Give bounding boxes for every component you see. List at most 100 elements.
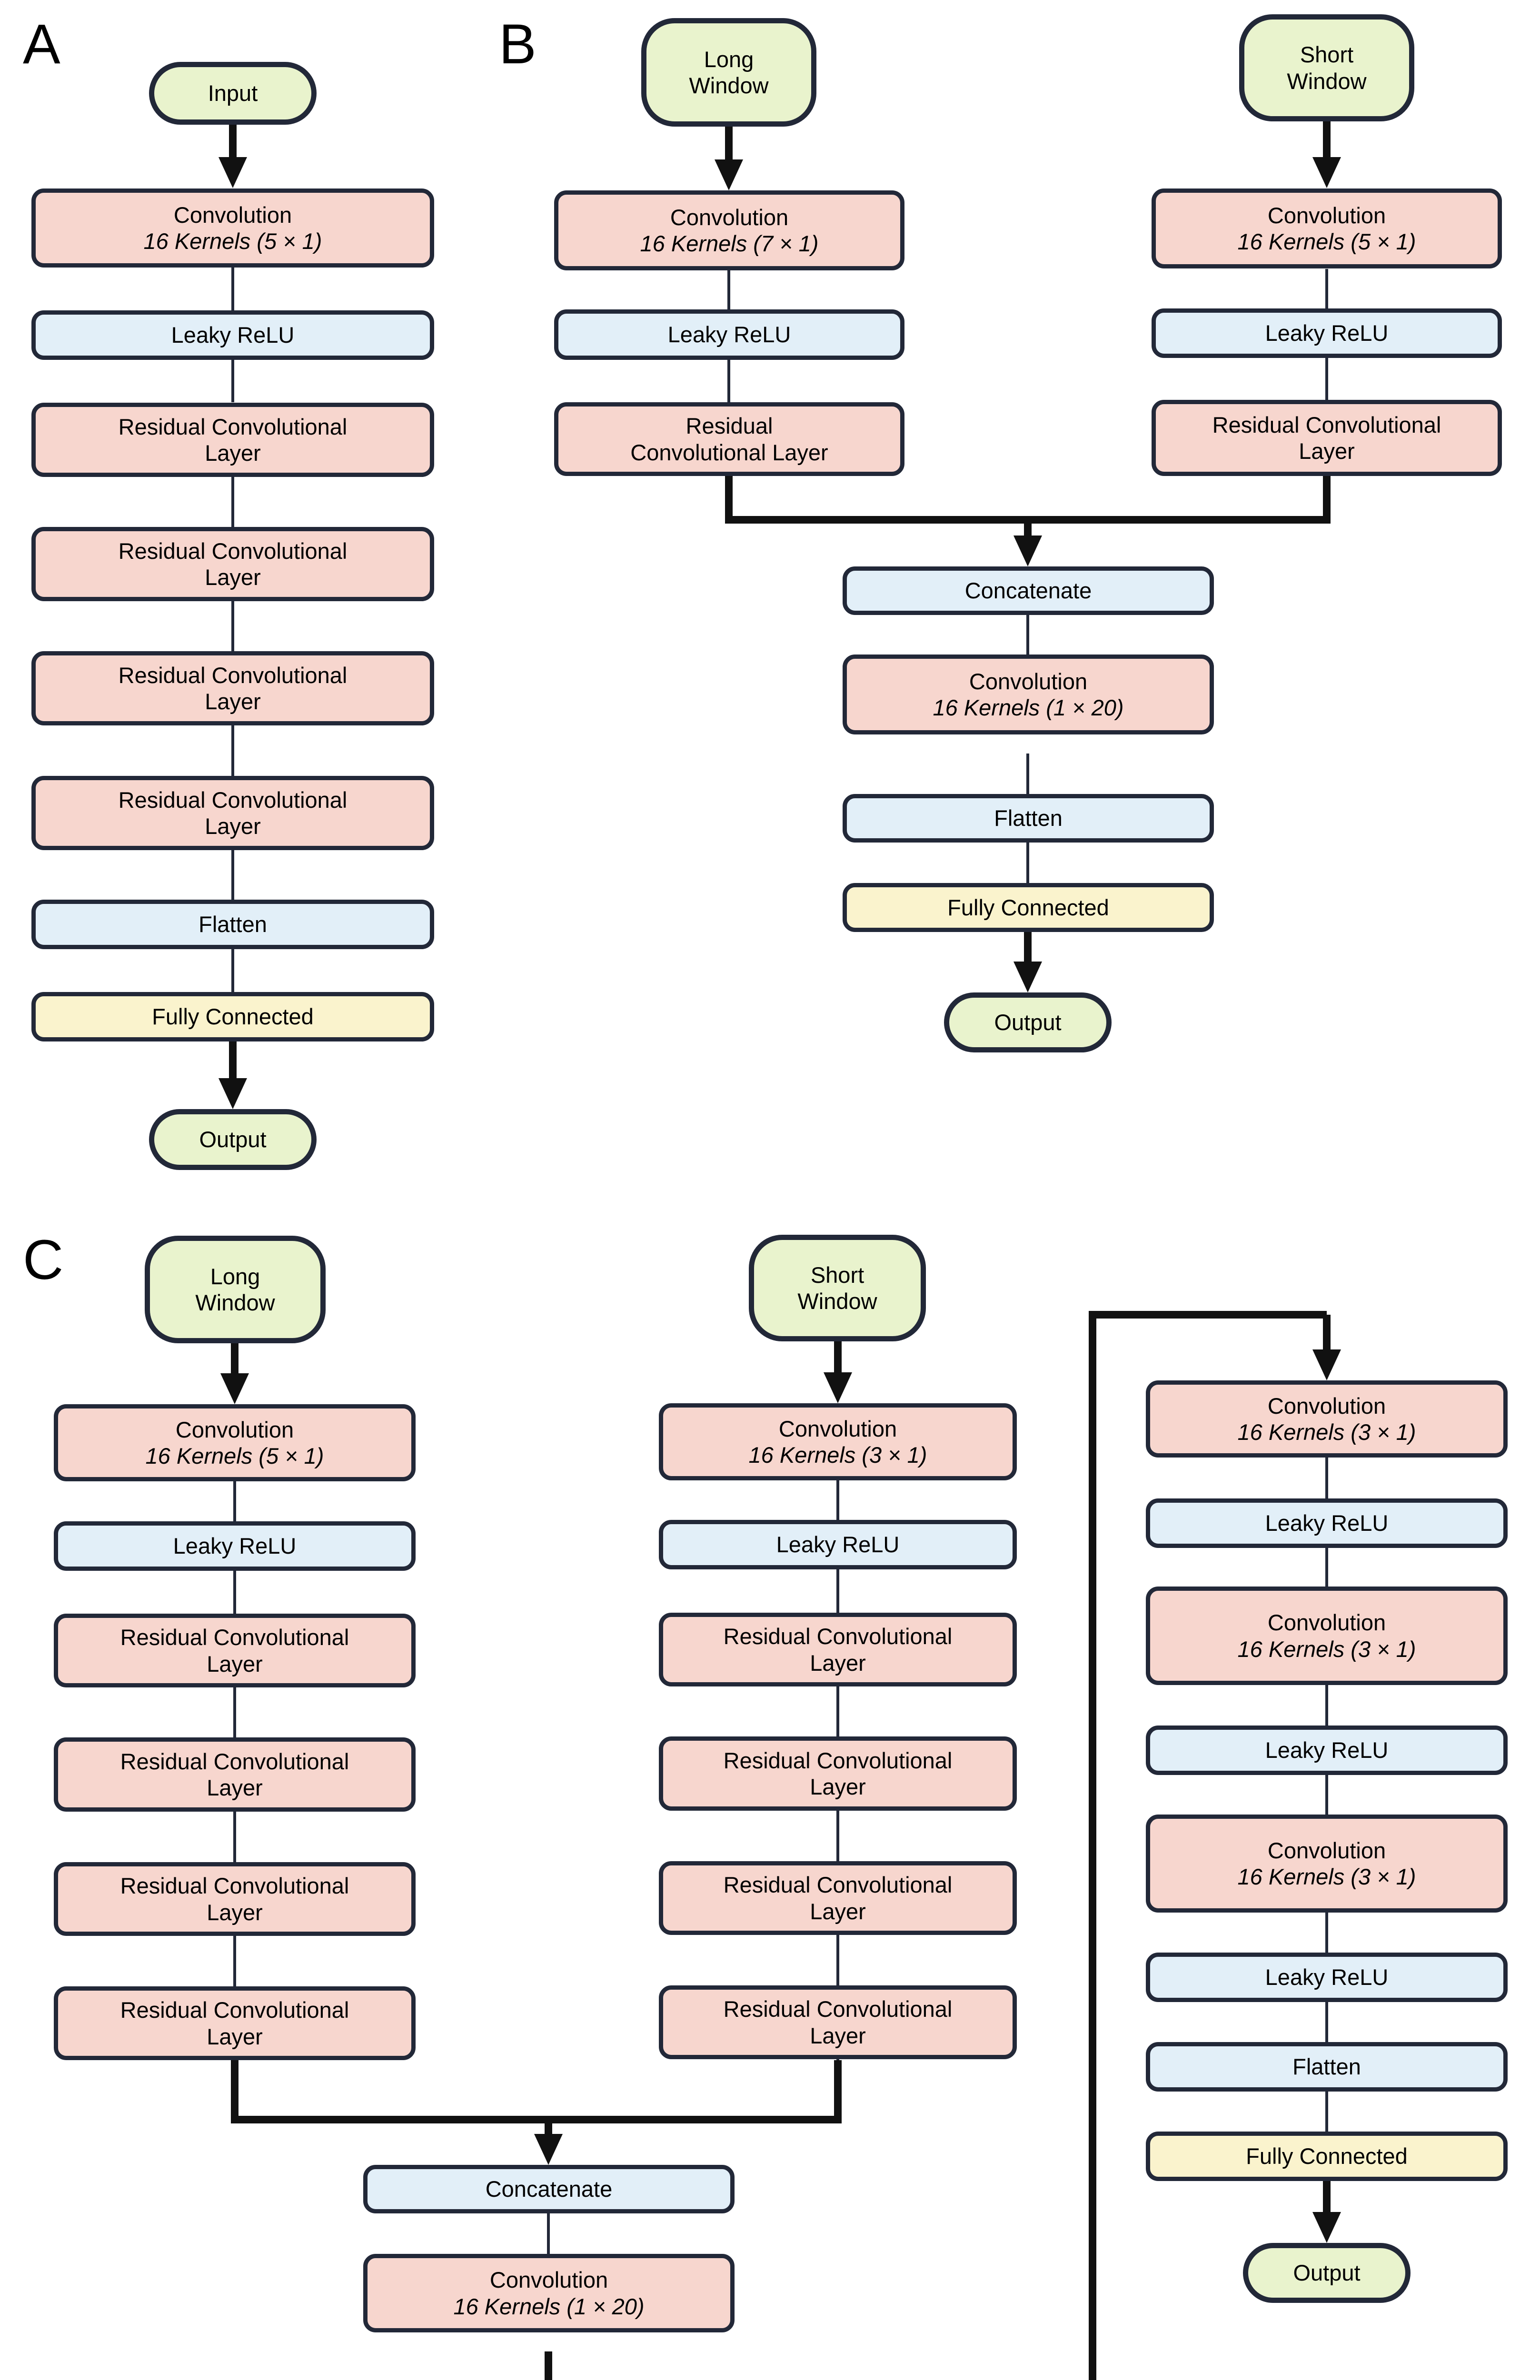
panelC-head-conv1-title: Convolution — [1267, 1393, 1386, 1418]
panelC-short-residual-1-line1: Residual Convolutional — [723, 1624, 953, 1649]
panelB-short-conv-detail: 16 Kernels (5 × 1) — [1237, 229, 1416, 254]
panelA-residual-1-node: Residual Convolutional Layer — [31, 403, 434, 477]
panelA-residual-2-line2: Layer — [205, 565, 261, 590]
panelC-head-relu2-label: Leaky ReLU — [1265, 1737, 1389, 1763]
panelC-short-residual-2-node: Residual Convolutional Layer — [659, 1736, 1017, 1811]
panelB-long-residual-node: Residual Convolutional Layer — [554, 402, 904, 476]
panelB-concatenate-node: Concatenate — [843, 566, 1214, 615]
panelC-short-residual-3-node: Residual Convolutional Layer — [659, 1861, 1017, 1935]
panelC-long-residual-4-line1: Residual Convolutional — [120, 1997, 349, 2023]
panelA-fully-connected-node: Fully Connected — [31, 992, 434, 1041]
panelA-residual-4-line1: Residual Convolutional — [118, 787, 348, 813]
panelB-short-window-node: Short Window — [1239, 14, 1414, 121]
panelB-flatten-node: Flatten — [843, 794, 1214, 843]
panelC-short-window-line1: Short — [810, 1262, 864, 1288]
panelC-long-relu-node: Leaky ReLU — [54, 1521, 416, 1571]
panelC-short-window-node: Short Window — [749, 1235, 926, 1341]
panelA-residual-4-line2: Layer — [205, 813, 261, 839]
panelB-short-residual-node: Residual Convolutional Layer — [1152, 400, 1502, 476]
panelC-head-conv2-title: Convolution — [1267, 1610, 1386, 1636]
panelC-long-residual-1-line2: Layer — [207, 1651, 263, 1676]
panelA-fully-connected-label: Fully Connected — [152, 1004, 314, 1030]
panelA-relu1-label: Leaky ReLU — [171, 322, 295, 348]
panelC-long-residual-1-line1: Residual Convolutional — [120, 1625, 349, 1650]
panelC-head-relu1-label: Leaky ReLU — [1265, 1510, 1389, 1536]
panelC-short-residual-1-line2: Layer — [810, 1650, 866, 1676]
panelC-concatenate-node: Concatenate — [363, 2165, 735, 2213]
panelB-short-window-line2: Window — [1287, 68, 1367, 94]
panelC-long-residual-4-node: Residual Convolutional Layer — [54, 1986, 416, 2060]
panelC-head-conv3-detail: 16 Kernels (3 × 1) — [1237, 1864, 1416, 1889]
panelB-long-relu-label: Leaky ReLU — [667, 322, 791, 347]
panelA-residual-2-node: Residual Convolutional Layer — [31, 527, 434, 601]
panelC-short-conv-detail: 16 Kernels (3 × 1) — [748, 1442, 927, 1468]
panelB-short-residual-line1: Residual Convolutional — [1212, 412, 1441, 437]
panelC-short-residual-3-line1: Residual Convolutional — [723, 1872, 953, 1898]
panelC-output-label: Output — [1293, 2260, 1361, 2286]
panelC-short-relu-node: Leaky ReLU — [659, 1520, 1017, 1569]
panelB-long-window-node: Long Window — [641, 18, 816, 127]
panelC-long-residual-4-line2: Layer — [207, 2023, 263, 2049]
panelC-short-window-line2: Window — [797, 1289, 877, 1314]
panelC-long-residual-2-line1: Residual Convolutional — [120, 1748, 349, 1774]
panelC-long-window-line2: Window — [195, 1290, 275, 1315]
panelC-head-fully-connected-node: Fully Connected — [1146, 2132, 1508, 2181]
panelA-relu1-node: Leaky ReLU — [31, 310, 434, 360]
panelC-head-conv3-node: Convolution 16 Kernels (3 × 1) — [1146, 1815, 1508, 1913]
panelC-head-conv2-detail: 16 Kernels (3 × 1) — [1237, 1636, 1416, 1662]
panelA-residual-3-node: Residual Convolutional Layer — [31, 651, 434, 725]
panelA-residual-1-line2: Layer — [205, 440, 261, 466]
panelC-long-residual-1-node: Residual Convolutional Layer — [54, 1614, 416, 1687]
panelC-short-residual-2-line2: Layer — [810, 1774, 866, 1799]
panel-label-b: B — [499, 13, 537, 76]
panelB-output-node: Output — [944, 992, 1112, 1052]
panelC-head-conv1-detail: 16 Kernels (3 × 1) — [1237, 1419, 1416, 1445]
panel-label-c: C — [23, 1229, 64, 1291]
panelA-residual-3-line2: Layer — [205, 689, 261, 714]
panelC-short-residual-3-line2: Layer — [810, 1898, 866, 1924]
panelB-long-conv-title: Convolution — [670, 204, 789, 230]
panelA-conv1-title: Convolution — [173, 202, 292, 228]
panel-label-a: A — [23, 13, 60, 76]
panelA-input-node: Input — [149, 62, 317, 125]
panelB-short-relu-node: Leaky ReLU — [1152, 308, 1502, 358]
panelA-output-node: Output — [149, 1109, 317, 1170]
panelA-residual-1-line1: Residual Convolutional — [118, 414, 348, 439]
panelB-flatten-label: Flatten — [994, 805, 1063, 831]
panelC-output-node: Output — [1243, 2243, 1411, 2303]
panelA-output-label: Output — [199, 1127, 267, 1152]
panelB-output-label: Output — [994, 1010, 1062, 1035]
panelB-long-residual-line2: Convolutional Layer — [630, 439, 828, 465]
panelA-flatten-label: Flatten — [199, 912, 267, 937]
panelC-head-relu3-label: Leaky ReLU — [1265, 1964, 1389, 1990]
panelB-fully-connected-node: Fully Connected — [843, 883, 1214, 932]
panelC-long-window-node: Long Window — [145, 1236, 326, 1343]
panelA-input-label: Input — [208, 80, 258, 106]
panelC-long-residual-2-line2: Layer — [207, 1775, 263, 1800]
panelC-short-conv-node: Convolution 16 Kernels (3 × 1) — [659, 1403, 1017, 1480]
panelC-merge-conv-detail: 16 Kernels (1 × 20) — [453, 2293, 645, 2319]
panelC-head-conv3-title: Convolution — [1267, 1837, 1386, 1863]
panelA-residual-4-node: Residual Convolutional Layer — [31, 776, 434, 850]
panelA-residual-3-line1: Residual Convolutional — [118, 662, 348, 688]
panelC-long-conv-title: Convolution — [175, 1417, 294, 1442]
panelB-fully-connected-label: Fully Connected — [947, 894, 1109, 920]
panelC-short-residual-2-line1: Residual Convolutional — [723, 1747, 953, 1773]
panelC-head-fully-connected-label: Fully Connected — [1246, 2143, 1408, 2169]
panelC-long-conv-node: Convolution 16 Kernels (5 × 1) — [54, 1404, 416, 1481]
panelC-long-window-line1: Long — [210, 1263, 260, 1289]
panelA-conv1-detail: 16 Kernels (5 × 1) — [143, 228, 322, 254]
panelB-short-conv-title: Convolution — [1267, 202, 1386, 228]
panelB-long-window-line2: Window — [689, 73, 769, 98]
panelB-short-residual-line2: Layer — [1299, 438, 1355, 464]
panelB-concatenate-label: Concatenate — [964, 578, 1092, 604]
panelB-long-window-line1: Long — [704, 46, 754, 72]
panelC-concatenate-label: Concatenate — [485, 2176, 613, 2202]
panelB-short-window-line1: Short — [1300, 42, 1354, 68]
panelC-long-residual-3-node: Residual Convolutional Layer — [54, 1862, 416, 1936]
panelC-short-residual-4-line2: Layer — [810, 2023, 866, 2048]
panelC-head-flatten-label: Flatten — [1292, 2054, 1361, 2080]
panelC-head-relu2-node: Leaky ReLU — [1146, 1726, 1508, 1775]
